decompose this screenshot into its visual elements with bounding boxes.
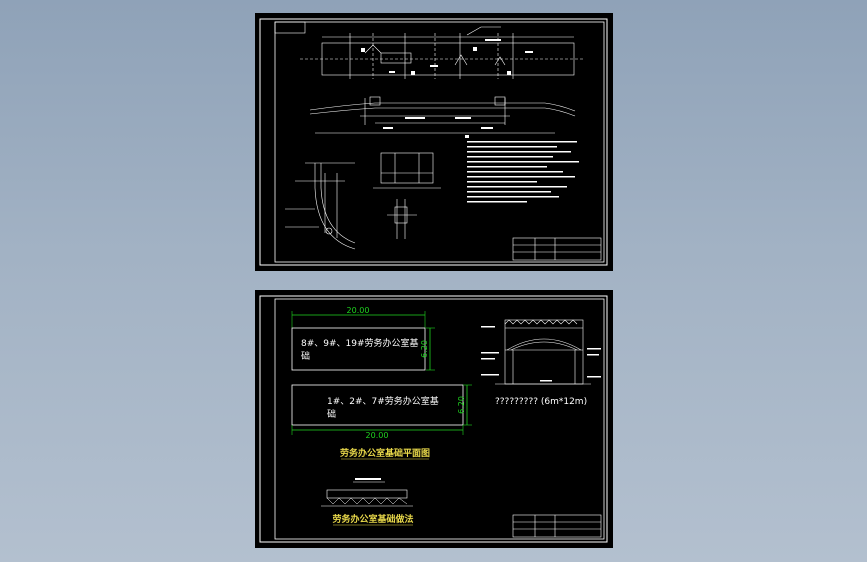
height-dimension-upper: 6.20 bbox=[420, 340, 429, 358]
section-caption: ????????? (6m*12m) bbox=[495, 397, 587, 407]
title-block bbox=[512, 237, 602, 261]
top-sheet-drawing bbox=[259, 18, 608, 266]
sheet-inner-frame bbox=[274, 21, 605, 263]
foundation-plan-upper: 20.00 6.20 8#、9#、19#劳务办公室基础 bbox=[291, 306, 435, 371]
corner-tag bbox=[274, 21, 306, 34]
width-dimension-lower: 20.00 bbox=[366, 431, 389, 440]
curved-wall-detail bbox=[285, 162, 356, 250]
drawing-sheet-bottom: 20.00 6.20 8#、9#、19#劳务办公室基础 20.00 6.20 1… bbox=[255, 290, 613, 548]
title-block bbox=[512, 514, 602, 538]
detail-title: 劳务办公室基础做法 bbox=[332, 513, 413, 525]
sheet-border bbox=[259, 18, 608, 266]
plan-view bbox=[300, 26, 585, 79]
general-notes bbox=[465, 135, 579, 203]
sheet-inner-frame bbox=[274, 298, 605, 540]
foundation-detail bbox=[321, 478, 413, 507]
profile-view bbox=[309, 96, 576, 134]
office-section-marks bbox=[481, 326, 601, 382]
foundation-label-lower: 1#、2#、7#劳务办公室基础 bbox=[327, 397, 439, 420]
plan-view-marks bbox=[361, 39, 533, 75]
foundation-rect-lower bbox=[291, 384, 464, 426]
plan-title: 劳务办公室基础平面图 bbox=[340, 447, 430, 459]
height-dimension-lower: 6.20 bbox=[457, 396, 466, 414]
drawing-sheet-top bbox=[255, 13, 613, 271]
sheet-border bbox=[259, 295, 608, 543]
bottom-sheet-drawing: 20.00 6.20 8#、9#、19#劳务办公室基础 20.00 6.20 1… bbox=[259, 295, 608, 543]
section-detail bbox=[373, 152, 441, 189]
office-section bbox=[495, 319, 591, 385]
profile-view-marks bbox=[383, 117, 493, 129]
foundation-plan-lower: 20.00 6.20 1#、2#、7#劳务办公室基础 bbox=[291, 384, 472, 440]
foundation-rect-upper bbox=[291, 327, 426, 371]
width-dimension-upper: 20.00 bbox=[347, 306, 370, 315]
rebar-detail bbox=[387, 199, 417, 239]
foundation-label-upper: 8#、9#、19#劳务办公室基础 bbox=[301, 339, 419, 362]
